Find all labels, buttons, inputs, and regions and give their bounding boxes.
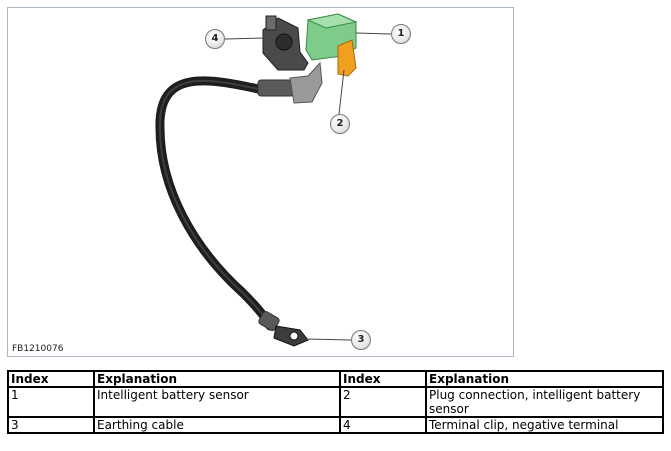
callout-3: 3	[351, 330, 371, 350]
cable-sleeve-bottom	[258, 311, 280, 331]
callout-4: 4	[205, 29, 225, 49]
callout-2: 2	[330, 114, 350, 134]
leader-2	[338, 69, 345, 115]
explanation-cell: Plug connection, intelligent battery sen…	[425, 386, 664, 418]
battery-sensor-illustration	[155, 13, 392, 347]
sensor-bracket	[289, 61, 323, 104]
header-index-2: Index	[339, 370, 427, 388]
table-row: 3 Earthing cable 4 Terminal clip, negati…	[7, 416, 664, 434]
header-index-1: Index	[7, 370, 95, 388]
legend-table: Index Explanation Index Explanation 1 In…	[7, 370, 664, 434]
explanation-cell: Intelligent battery sensor	[93, 386, 341, 418]
table-row: 1 Intelligent battery sensor 2 Plug conn…	[7, 386, 664, 418]
leader-4	[224, 37, 267, 40]
index-cell: 4	[339, 416, 427, 434]
header-explanation-2: Explanation	[425, 370, 664, 388]
plug-connection	[337, 39, 357, 77]
component-figure: 1 2 3 4 FB1210076	[7, 7, 514, 357]
leader-3	[305, 338, 352, 341]
index-cell: 1	[7, 386, 95, 418]
explanation-cell: Earthing cable	[93, 416, 341, 434]
leader-1	[355, 32, 392, 35]
index-cell: 2	[339, 386, 427, 418]
cable-sleeve-top	[257, 79, 295, 97]
explanation-cell: Terminal clip, negative terminal	[425, 416, 664, 434]
figure-code: FB1210076	[12, 344, 64, 354]
legend-header-row: Index Explanation Index Explanation	[7, 370, 664, 388]
callout-1: 1	[391, 24, 411, 44]
header-explanation-1: Explanation	[93, 370, 341, 388]
index-cell: 3	[7, 416, 95, 434]
